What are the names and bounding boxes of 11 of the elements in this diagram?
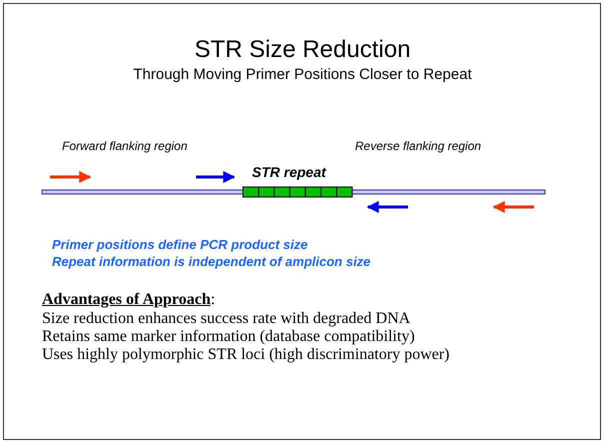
section-heading: Advantages of Approach: bbox=[42, 291, 216, 309]
region-label: Forward flanking region bbox=[62, 139, 188, 153]
bullet-text: Size reduction enhances success rate with degraded DNA bbox=[42, 310, 410, 328]
repeat-label: STR repeat bbox=[252, 164, 326, 180]
note-text: Primer positions define PCR product size bbox=[52, 237, 308, 252]
region-label: Reverse flanking region bbox=[355, 139, 482, 153]
bullet-text: Retains same marker information (database compatibility) bbox=[42, 328, 415, 346]
title: STR Size Reduction bbox=[193, 36, 412, 64]
bullet-text: Uses highly polymorphic STR loci (high discriminatory power) bbox=[42, 346, 450, 364]
subtitle: Through Moving Primer Positions Closer to Repeat bbox=[132, 66, 473, 83]
note-text: Repeat information is independent of amplicon size bbox=[52, 254, 371, 269]
